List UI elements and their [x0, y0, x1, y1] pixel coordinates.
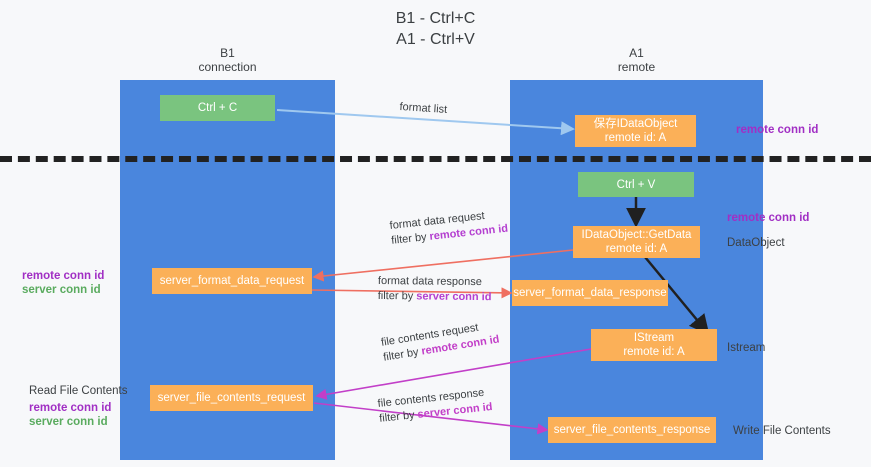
annotation-remote-conn-id-top: remote conn id: [736, 124, 819, 136]
node-server-file-contents-request[interactable]: server_file_contents_request: [150, 385, 313, 411]
column-header-a1: A1 remote: [617, 46, 656, 74]
annotation-istream: Istream: [727, 342, 766, 354]
annotation-left-server-conn-id-2: server conn id: [29, 416, 108, 428]
edge-label-format-data-request: format data request filter by remote con…: [389, 207, 509, 249]
edge-label-format-data-response-line1: format data response: [377, 274, 482, 289]
edge-label-format-list-line1: format list: [399, 100, 448, 116]
annotation-left-remote-conn-id: remote conn id: [22, 270, 105, 282]
filter-key-server-conn-id-1: server conn id: [416, 290, 492, 304]
annotation-left-remote-conn-id-2: remote conn id: [29, 402, 112, 414]
column-header-b1: B1 connection: [198, 46, 257, 74]
node-server-file-contents-response[interactable]: server_file_contents_response: [548, 417, 716, 443]
edge-label-file-contents-request: file contents request filter by remote c…: [380, 318, 501, 366]
filter-by-text-4: filter by: [378, 408, 419, 425]
annotation-remote-conn-id-mid: remote conn id: [727, 212, 810, 224]
node-ctrl-v[interactable]: Ctrl + V: [578, 172, 694, 197]
filter-by-text-1: filter by: [390, 230, 431, 247]
edge-label-format-list: format list: [399, 100, 448, 118]
node-idataobject-getdata[interactable]: IDataObject::GetData remote id: A: [573, 226, 700, 258]
annotation-dataobject: DataObject: [727, 237, 785, 249]
diagram-title: B1 - Ctrl+C A1 - Ctrl+V: [395, 10, 476, 48]
node-save-idataobject[interactable]: 保存IDataObject remote id: A: [575, 115, 696, 147]
phase-divider: [0, 156, 871, 162]
edge-label-format-data-response-line2: filter by server conn id: [378, 289, 492, 305]
annotation-write-file-contents: Write File Contents: [733, 425, 831, 437]
node-server-format-data-request[interactable]: server_format_data_request: [152, 268, 312, 294]
edge-label-format-data-response: format data response filter by server co…: [378, 274, 492, 305]
filter-by-text-2: filter by: [377, 289, 417, 303]
annotation-read-file-contents: Read File Contents: [29, 385, 128, 397]
edge-label-file-contents-response: file contents response filter by server …: [377, 385, 493, 427]
node-istream[interactable]: IStream remote id: A: [591, 329, 717, 361]
annotation-left-server-conn-id: server conn id: [22, 284, 101, 296]
node-server-format-data-response[interactable]: server_format_data_response: [512, 280, 668, 306]
node-ctrl-c[interactable]: Ctrl + C: [160, 95, 275, 121]
